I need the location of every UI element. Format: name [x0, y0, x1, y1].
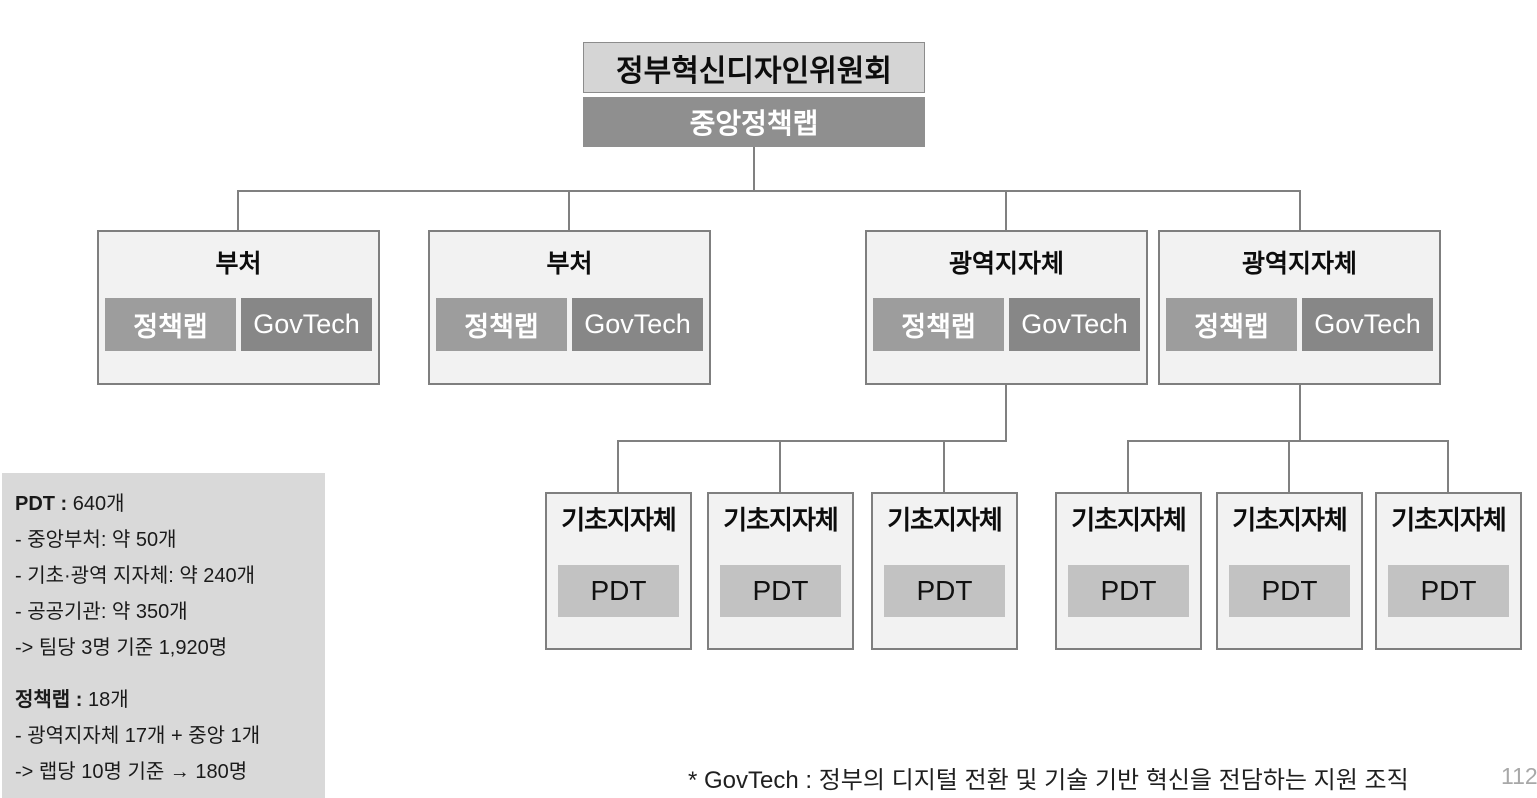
pdt-summary-heading: PDT : 640개 [15, 493, 125, 515]
govtech-footnote: * GovTech : 정부의 디지털 전환 및 기술 기반 혁신을 전담하는 … [688, 767, 1409, 794]
connector-line [779, 440, 781, 492]
policy-lab-chip: 정책랩 [873, 298, 1004, 351]
node-metro-govt-2: 광역지자체 정책랩 GovTech [1158, 230, 1441, 385]
policy-lab-chip: 정책랩 [1166, 298, 1297, 351]
node-title: 기초지자체 [723, 505, 839, 535]
node-metro-govt-1: 광역지자체 정책랩 GovTech [865, 230, 1148, 385]
policy-lab-chip: 정책랩 [105, 298, 236, 351]
connector-line [237, 190, 239, 230]
node-chip-row: 정책랩 GovTech [1160, 298, 1439, 351]
summary-line: -> 랩당 10명 기준 → 180명 [15, 761, 248, 783]
connector-line [1005, 385, 1007, 440]
node-title: 부처 [546, 250, 593, 278]
connector-line [1288, 440, 1290, 492]
node-chip-row: 정책랩 GovTech [430, 298, 709, 351]
connector-line [568, 190, 570, 230]
summary-panel: PDT : 640개 - 중앙부처: 약 50개 - 기초·광역 지자체: 약 … [2, 473, 325, 798]
govtech-chip: GovTech [1302, 298, 1433, 351]
pdt-chip: PDT [1229, 565, 1350, 617]
govtech-chip: GovTech [572, 298, 703, 351]
pdt-chip: PDT [1388, 565, 1509, 617]
node-title: 기초지자체 [1071, 505, 1187, 535]
policy-lab-chip: 정책랩 [436, 298, 567, 351]
pdt-chip: PDT [884, 565, 1005, 617]
page-number: 112 [1501, 763, 1537, 789]
node-title: 기초지자체 [561, 505, 677, 535]
summary-line: - 공공기관: 약 350개 [15, 601, 188, 623]
node-local-govt-3: 기초지자체 PDT [871, 492, 1018, 650]
connector-line [943, 440, 945, 492]
summary-line: - 중앙부처: 약 50개 [15, 529, 177, 551]
connector-line [617, 440, 1007, 442]
root-node: 정부혁신디자인위원회 중앙정책랩 [583, 42, 925, 147]
node-title: 기초지자체 [1391, 505, 1507, 535]
summary-line: - 광역지자체 17개 + 중앙 1개 [15, 725, 261, 747]
policy-lab-summary-heading: 정책랩 : 18개 [15, 689, 129, 711]
node-chip-row: 정책랩 GovTech [99, 298, 378, 351]
connector-line [753, 147, 755, 190]
node-local-govt-5: 기초지자체 PDT [1216, 492, 1363, 650]
connector-line [1299, 190, 1301, 230]
node-ministry-2: 부처 정책랩 GovTech [428, 230, 711, 385]
summary-line: - 기초·광역 지자체: 약 240개 [15, 565, 256, 587]
pdt-chip: PDT [1068, 565, 1189, 617]
node-local-govt-6: 기초지자체 PDT [1375, 492, 1522, 650]
connector-line [237, 190, 1301, 192]
node-title: 기초지자체 [1232, 505, 1348, 535]
node-local-govt-4: 기초지자체 PDT [1055, 492, 1202, 650]
connector-line [1447, 440, 1449, 492]
central-policy-lab-bar: 중앙정책랩 [583, 97, 925, 147]
node-local-govt-1: 기초지자체 PDT [545, 492, 692, 650]
connector-line [617, 440, 619, 492]
node-chip-row: 정책랩 GovTech [867, 298, 1146, 351]
node-local-govt-2: 기초지자체 PDT [707, 492, 854, 650]
pdt-chip: PDT [558, 565, 679, 617]
node-title: 기초지자체 [887, 505, 1003, 535]
connector-line [1127, 440, 1129, 492]
govtech-chip: GovTech [1009, 298, 1140, 351]
connector-line [1005, 190, 1007, 230]
govtech-chip: GovTech [241, 298, 372, 351]
connector-line [1299, 385, 1301, 440]
node-title: 부처 [215, 250, 262, 278]
summary-line: -> 팀당 3명 기준 1,920명 [15, 637, 228, 659]
node-ministry-1: 부처 정책랩 GovTech [97, 230, 380, 385]
node-title: 광역지자체 [1241, 250, 1357, 278]
pdt-chip: PDT [720, 565, 841, 617]
root-node-title: 정부혁신디자인위원회 [583, 42, 925, 93]
node-title: 광역지자체 [948, 250, 1064, 278]
